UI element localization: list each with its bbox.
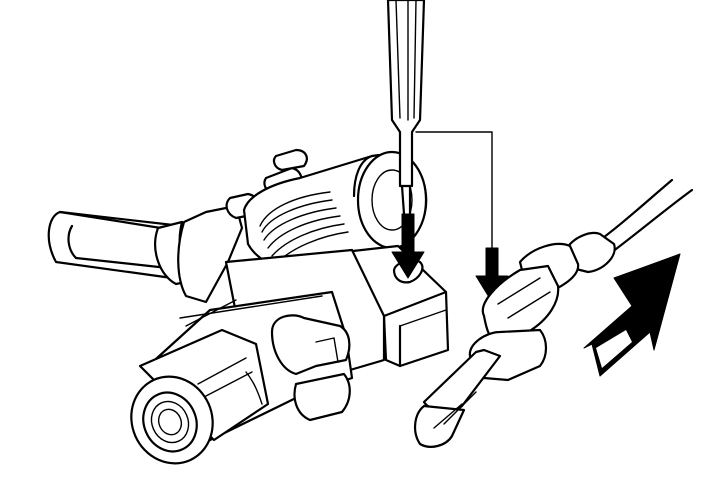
- arrow-up-right-icon: [583, 253, 681, 377]
- arrow-highlight: [596, 330, 632, 368]
- callout-leader: [415, 131, 493, 249]
- pick-tool: [386, 0, 426, 216]
- insert-arrow-icon: [391, 213, 425, 279]
- connector-housing: [47, 148, 450, 465]
- terminal-and-wire: [414, 178, 694, 448]
